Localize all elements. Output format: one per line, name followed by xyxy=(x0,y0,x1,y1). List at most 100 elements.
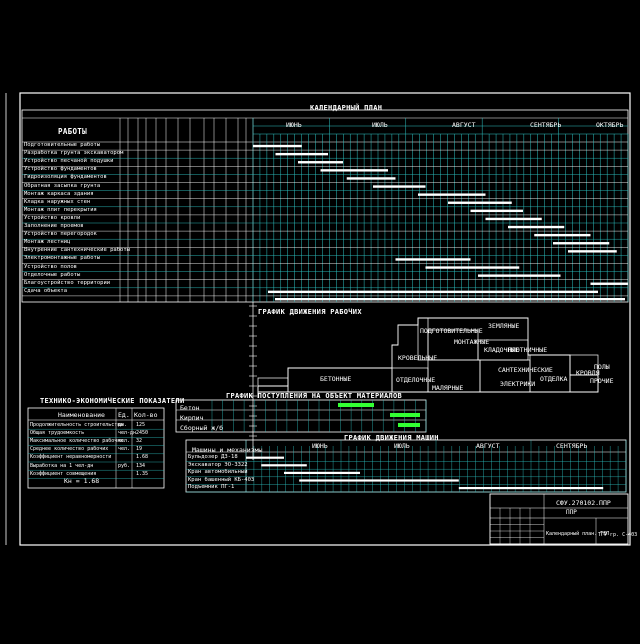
work-row-label: Электромонтажные работы xyxy=(24,255,101,262)
work-bar xyxy=(470,209,523,213)
workers-block-14: ПОЛЫ xyxy=(594,363,610,371)
work-bar xyxy=(253,144,302,148)
work-row-label: Кладка наружных стен xyxy=(24,198,91,205)
work-bar xyxy=(590,282,628,285)
work-row-label: Сдача объекта xyxy=(24,287,68,294)
work-bar xyxy=(346,177,396,180)
stamp-frame xyxy=(489,493,629,545)
tep-cell-unit: чел-дн xyxy=(118,429,137,436)
month-4: СЕНТЯБРЬ xyxy=(530,121,562,129)
stamp-title: ППР xyxy=(566,509,577,516)
sheet-frame xyxy=(19,92,631,546)
machine-bar xyxy=(261,464,307,467)
workers-block-3: МОНТАЖНЫЕ xyxy=(454,338,490,346)
machine-row-label: Экскаватор ЭО-3322 xyxy=(188,461,248,468)
mach-month-4: СЕНТЯБРЬ xyxy=(556,442,588,450)
workers-block-9 xyxy=(257,377,289,393)
tep-cell-name: Общая трудоемкость xyxy=(30,429,85,436)
tep-cell-qty: 1.68 xyxy=(136,454,149,461)
tep-cell-unit: руб. xyxy=(118,462,131,469)
material-bar xyxy=(338,403,374,407)
tep-cell-unit: дн. xyxy=(118,421,128,428)
month-3: АВГУСТ xyxy=(452,121,476,129)
work-bar xyxy=(418,193,486,196)
work-row-label: Отделочные работы xyxy=(24,271,81,278)
work-row-label: Устройство песчаной подушки xyxy=(24,158,114,165)
workers-block-6: ПЛОТНИЧНЫЕ xyxy=(508,346,548,354)
work-row-label: Устройство фундаментов xyxy=(24,166,97,173)
work-bar xyxy=(553,242,610,245)
month-1: ИЮНЬ xyxy=(286,121,302,129)
work-row-label: Гидроизоляция фундаментов xyxy=(24,174,107,181)
tep-header-qty: Кол-во xyxy=(134,411,158,419)
tep-cell-unit: чел. xyxy=(118,446,131,453)
workers-title: ГРАФИК ДВИЖЕНИЯ РАБОЧИХ xyxy=(258,308,362,316)
tep-note: Кн = 1.68 xyxy=(64,477,100,485)
workers-block-11: ЭЛЕКТРИКИ xyxy=(500,380,536,388)
stamp-code: СФУ.270102.ППР xyxy=(556,499,611,507)
material-1: Бетон xyxy=(180,404,200,412)
machine-bar xyxy=(246,456,284,459)
total-duration-bar xyxy=(275,298,625,301)
material-2: Кирпич xyxy=(180,414,204,422)
work-bar xyxy=(320,169,388,172)
tep-cell-name: Среднее количество рабочих xyxy=(30,446,109,453)
mach-month-3: АВГУСТ xyxy=(476,442,500,450)
mach-month-1: ИЮНЬ xyxy=(312,442,328,450)
workers-block-5: КЛАДОЧНЫЕ xyxy=(484,346,520,354)
tep-frame xyxy=(27,407,165,489)
machine-bar xyxy=(284,471,360,474)
work-row-label: Устройство перегородок xyxy=(24,231,97,238)
work-bar xyxy=(448,201,512,204)
machine-bar xyxy=(458,487,604,490)
tep-cell-unit: чел. xyxy=(118,437,131,444)
work-row-label: Обратная засыпка грунта xyxy=(24,182,101,189)
machine-row-label: Кран автомобильный xyxy=(188,469,248,476)
work-row-label: Разработка грунта экскаватором xyxy=(24,150,124,157)
work-bar xyxy=(508,225,565,229)
workers-block-13: КРОВЛЯ xyxy=(576,369,600,377)
tep-cell-qty: 134 xyxy=(136,462,146,469)
stamp-subtitle: Календарный план. ТЕП xyxy=(546,531,610,537)
tep-cell-qty: 32 xyxy=(136,437,143,444)
work-bar xyxy=(568,250,617,253)
material-3: Сборный ж/б xyxy=(180,424,224,432)
machine-row-label: Подъемник ПГ-1 xyxy=(188,484,235,491)
tep-header-unit: Ед. xyxy=(118,411,130,419)
tep-title: ТЕХНИКО-ЭКОНОМИЧЕСКИЕ ПОКАЗАТЕЛИ xyxy=(40,397,185,405)
work-bar xyxy=(275,152,328,156)
machine-bar xyxy=(299,479,459,482)
work-row-label: Устройство кровли xyxy=(24,214,81,221)
work-bar xyxy=(298,161,343,164)
work-row-label: Внутренние сантехнические работы xyxy=(24,247,130,254)
work-row-label: Монтаж лестниц xyxy=(24,239,71,246)
work-bar xyxy=(485,217,542,221)
stamp-sheet: ТГУ гр. С-403 xyxy=(598,532,638,538)
tep-cell-name: Коэффициент совмещения xyxy=(30,470,97,477)
work-bar xyxy=(268,290,598,294)
materials-title: ГРАФИК ПОСТУПЛЕНИЯ НА ОБЪЕКТ МАТЕРИАЛОВ xyxy=(226,392,403,400)
workers-block-7 xyxy=(569,354,599,393)
work-row-label: Подготовительные работы xyxy=(24,142,101,148)
workers-block-12: ОТДЕЛКА xyxy=(540,375,568,383)
tep-cell-name: Максимальное количество рабочих xyxy=(30,437,124,444)
workers-block-1: ПОДГОТОВИТЕЛЬНЫЕ xyxy=(420,327,483,335)
tep-cell-qty: 125 xyxy=(136,421,146,428)
tep-cell-qty: 1.35 xyxy=(136,470,149,477)
machine-row-label: Кран башенный КБ-403 xyxy=(188,476,255,483)
work-bar xyxy=(425,266,520,269)
tep-cell-name: Выработка на 1 чел-дн xyxy=(30,462,94,469)
work-bar xyxy=(395,258,471,261)
work-row-label: Устройство полов xyxy=(24,263,77,270)
works-header: РАБОТЫ xyxy=(58,127,87,136)
workers-block-4: КРОВЕЛЬНЫЕ xyxy=(398,354,438,362)
material-bar xyxy=(398,423,420,427)
workers-block-15: ПРОЧИЕ xyxy=(590,377,614,385)
tep-cell-name: Коэффициент неравномерности xyxy=(30,454,112,461)
workers-block-8: ОТДЕЛОЧНЫЕ xyxy=(396,376,436,384)
workers-block-7: БЕТОННЫЕ xyxy=(320,375,352,383)
machine-row-label: Бульдозер ДЗ-18 xyxy=(188,454,238,460)
tep-header-name: Наименование xyxy=(58,411,105,419)
